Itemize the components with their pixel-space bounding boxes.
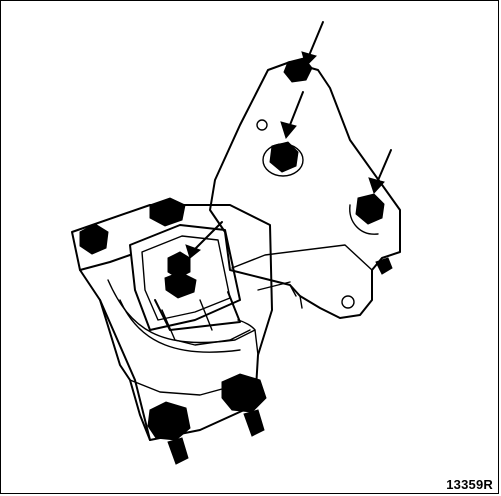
figure-reference-code: 13359R <box>446 477 493 492</box>
upper-bracket <box>209 61 401 319</box>
bolt-right <box>349 193 385 235</box>
arrow-stud <box>185 221 223 259</box>
mount-housing <box>71 204 273 441</box>
arrow-top <box>301 21 324 67</box>
bolt-bottom-center <box>221 373 267 437</box>
arrow-right <box>368 149 392 194</box>
bolt-bottom-left <box>147 401 191 465</box>
bolt-upper-center <box>262 141 304 177</box>
stud-center <box>164 251 197 299</box>
bolt-left-stud <box>79 223 109 255</box>
arrow-upper-center <box>280 91 304 140</box>
rubber-cushion <box>129 224 256 346</box>
stud-bracket-right <box>375 257 393 275</box>
bolt-top-left <box>149 197 186 227</box>
